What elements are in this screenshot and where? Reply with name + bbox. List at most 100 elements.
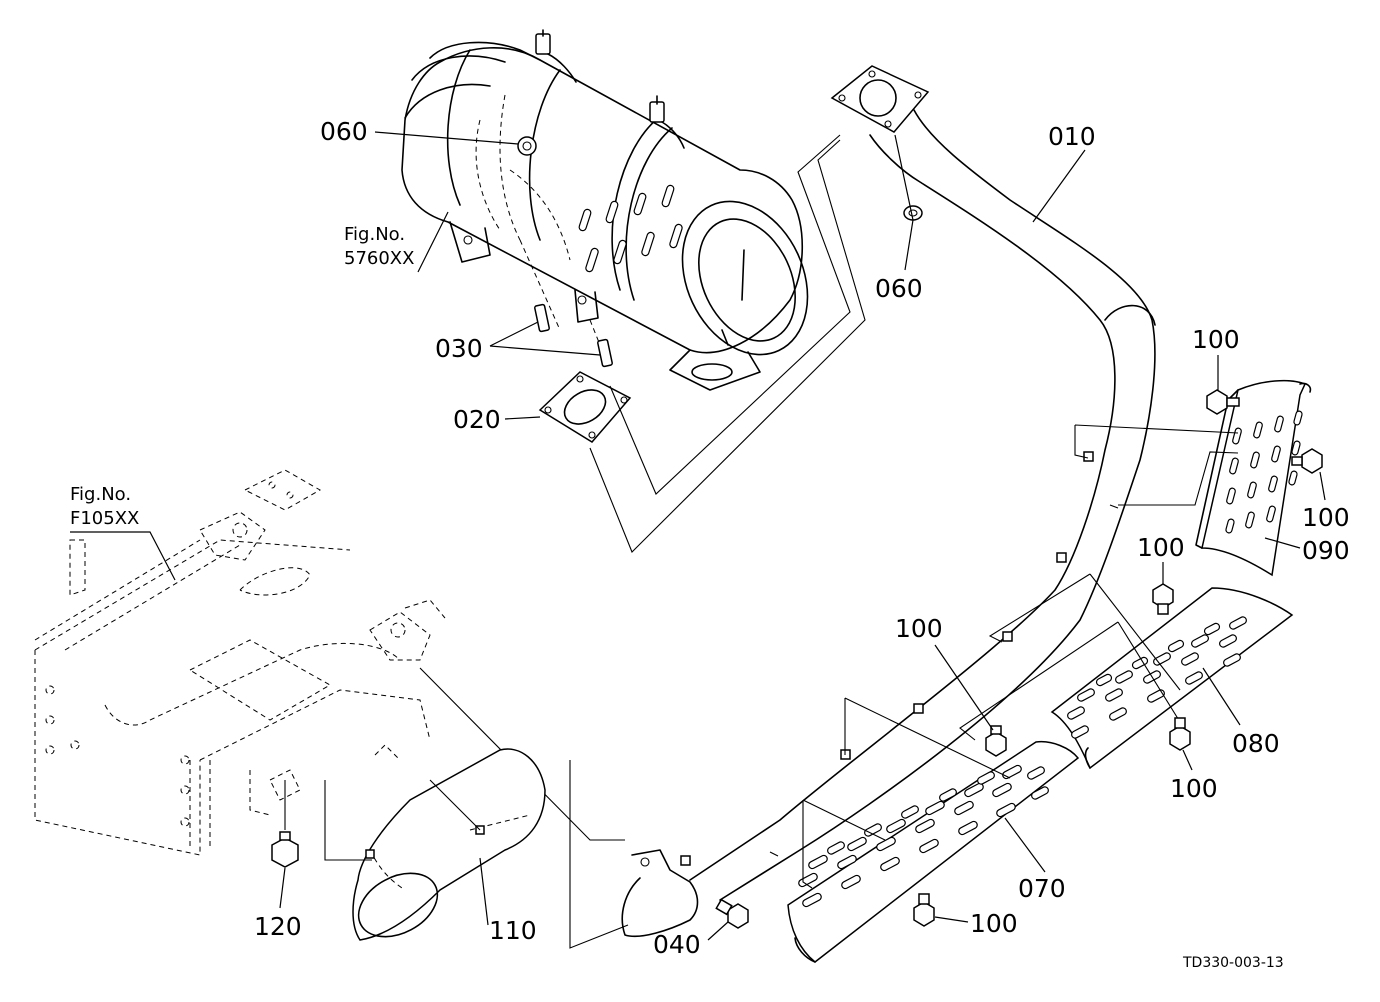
shield_080-slot: [1203, 622, 1221, 636]
shield_090-slot: [1288, 470, 1298, 486]
shield_090-slot: [1253, 421, 1263, 439]
shield_070-slot: [977, 771, 995, 785]
shield_080-slot: [1131, 656, 1149, 670]
bolt-100-shield080-bottom: [1169, 717, 1191, 751]
bolt-100-top: [1206, 389, 1240, 415]
fig-ref-muffler: Fig.No. 5760XX: [344, 211, 449, 273]
shield_090-slot: [1274, 415, 1284, 433]
shield_090-slot: [1225, 518, 1235, 534]
shield_080-slot: [1115, 670, 1133, 684]
shield_090-slot: [1250, 451, 1260, 469]
muffler_body-slot: [578, 208, 592, 232]
shield_080-slot: [1223, 653, 1241, 667]
shield_080-slot: [1105, 688, 1123, 702]
shield_070-slot: [876, 836, 896, 852]
callout-110: 110: [489, 916, 537, 945]
callout-060-muffler: 060: [320, 117, 368, 146]
frame-assembly: [34, 469, 446, 856]
heat-shield-080: [1050, 587, 1294, 770]
bolt-100-shield080-top: [1152, 583, 1174, 615]
shield_070-slot: [964, 782, 984, 798]
shield_070-slot: [808, 854, 828, 870]
muffler_body-slot: [669, 223, 683, 249]
bolt-100-shield070-bottom: [913, 893, 935, 927]
shield_080-slot: [1077, 688, 1095, 702]
shield_070-slot: [1031, 786, 1049, 800]
muffler_body-slot: [613, 239, 627, 265]
shield_070-slot: [864, 823, 882, 837]
muffler-body-slots: [578, 184, 683, 273]
shield_090-slot: [1268, 475, 1278, 493]
shield_090-slot: [1293, 410, 1303, 426]
shield_080-slot: [1067, 706, 1085, 720]
muffler_body-slot: [661, 184, 675, 208]
exhaust-pipe-010: [621, 65, 1156, 938]
shield_080-slot: [1181, 652, 1199, 666]
fig-ref-muffler-line1: Fig.No.: [344, 224, 405, 245]
muffler-assembly: [401, 29, 809, 391]
callout-080: 080: [1232, 729, 1280, 758]
fig-ref-muffler-line2: 5760XX: [344, 248, 414, 269]
clamp-bolt-2: [649, 95, 665, 123]
callout-020: 020: [453, 405, 501, 434]
shield_090-slot: [1245, 511, 1255, 529]
shield_080-slot: [1095, 673, 1113, 687]
heat-shield-090: [1195, 379, 1312, 577]
shield_080-slot: [1191, 634, 1209, 648]
shield_070-slot: [1027, 766, 1045, 780]
gasket-020: [538, 371, 632, 443]
callout-030: 030: [435, 334, 483, 363]
shield_070-slot: [1002, 764, 1022, 780]
shield_070-slot: [886, 818, 906, 834]
shield-070-slots: [798, 764, 1049, 908]
callout-120: 120: [254, 912, 302, 941]
shield_080-slot: [1219, 634, 1237, 648]
shield_070-slot: [925, 800, 945, 816]
callout-100-shield080-top: 100: [1137, 533, 1185, 562]
muffler_body-slot: [641, 231, 655, 257]
fig-ref-frame-line1: Fig.No.: [70, 484, 131, 505]
shield_090-slot: [1232, 427, 1242, 445]
bolt-100-shield070-top: [985, 725, 1007, 757]
shield_070-slot: [827, 841, 845, 855]
shield_080-slot: [1109, 707, 1127, 721]
callout-100-shield070-bottom: 100: [970, 909, 1018, 938]
shield_080-slot: [1229, 616, 1247, 630]
shield_070-slot: [954, 800, 974, 816]
stud-030-left: [534, 303, 550, 333]
callout-100-top: 100: [1192, 325, 1240, 354]
shield_070-slot: [802, 892, 822, 908]
heat-shield-070: [787, 740, 1080, 963]
drawing-code: TD330-003-13: [1182, 955, 1284, 971]
shield_090-slot: [1271, 445, 1281, 463]
shield_080-slot: [1071, 725, 1089, 739]
shield_070-slot: [915, 818, 935, 834]
callout-070: 070: [1018, 874, 1066, 903]
shield_090-slot: [1229, 457, 1239, 475]
shield_080-slot: [1167, 639, 1185, 653]
callout-060-pipe: 060: [875, 274, 923, 303]
bolt-100-right: [1291, 448, 1323, 474]
fig-ref-frame: Fig.No. F105XX: [70, 484, 176, 581]
shield-080-slots: [1067, 616, 1247, 739]
shield_070-slot: [996, 802, 1016, 818]
callout-010: 010: [1048, 122, 1096, 151]
shield_070-slot: [958, 820, 978, 836]
muffler_body-slot: [633, 192, 647, 216]
shield_070-slot: [880, 856, 900, 872]
callout-090: 090: [1302, 536, 1350, 565]
clamp-bolt-1: [535, 29, 551, 55]
shield_070-slot: [837, 854, 857, 870]
shield_070-slot: [841, 874, 861, 890]
muffler_body-slot: [585, 247, 599, 273]
shield_070-slot: [798, 872, 818, 888]
shield_090-slot: [1291, 440, 1301, 456]
bolt-120: [271, 831, 299, 868]
shield_070-slot: [901, 805, 919, 819]
fig-ref-frame-line2: F105XX: [70, 508, 139, 529]
shield_090-slot: [1266, 505, 1276, 523]
bolt-040: [715, 898, 749, 929]
stud-030-right: [597, 338, 613, 368]
shield_070-slot: [919, 838, 939, 854]
